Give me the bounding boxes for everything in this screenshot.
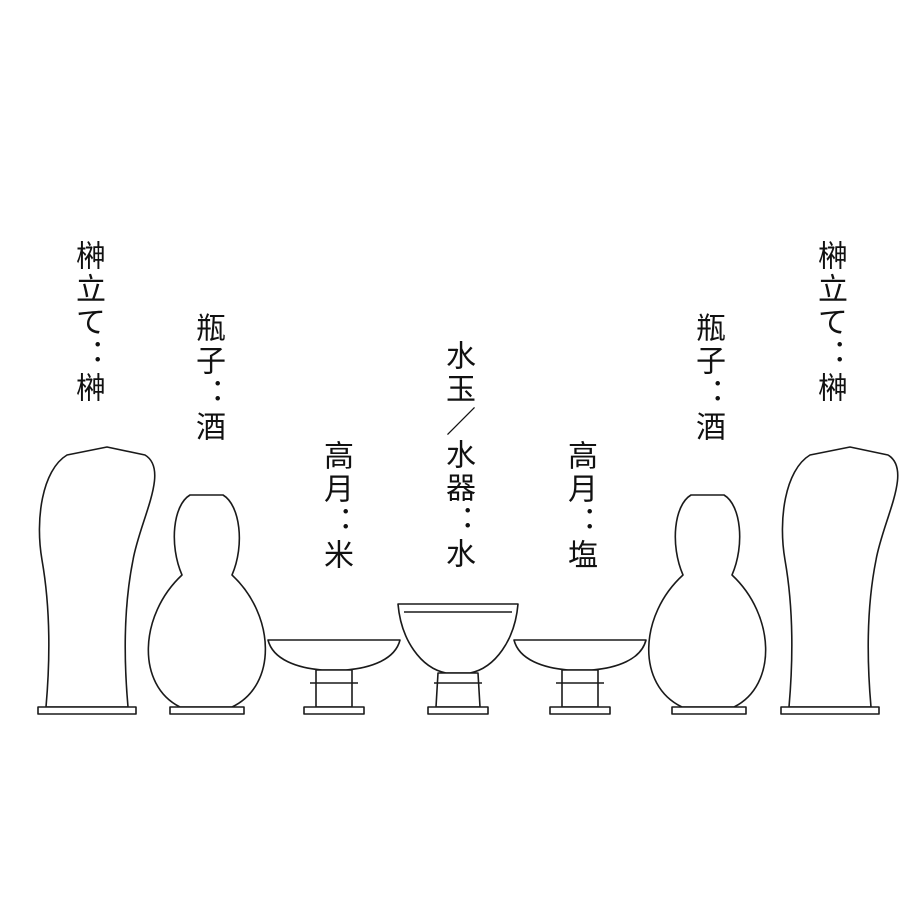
label-left-heishi: 瓶子：酒: [190, 312, 225, 444]
sakaki-stand-right-drawing: [780, 446, 899, 715]
heishi-right-drawing: [647, 494, 767, 715]
label-left-sakaki-stand: 榊立て：榊: [70, 240, 105, 405]
heishi-left-drawing: [147, 494, 267, 715]
label-center-mizutama: 水玉／水器：水: [440, 340, 475, 571]
mizutama-drawing: [397, 603, 519, 715]
label-right-takatsuki: 高月：塩: [562, 440, 597, 572]
label-left-takatsuki: 高月：米: [318, 440, 353, 572]
label-right-heishi: 瓶子：酒: [690, 312, 725, 444]
takatsuki-left-drawing: [267, 639, 401, 715]
sakaki-stand-left-drawing: [37, 446, 156, 715]
label-right-sakaki-stand: 榊立て：榊: [812, 240, 847, 405]
takatsuki-right-drawing: [513, 639, 647, 715]
